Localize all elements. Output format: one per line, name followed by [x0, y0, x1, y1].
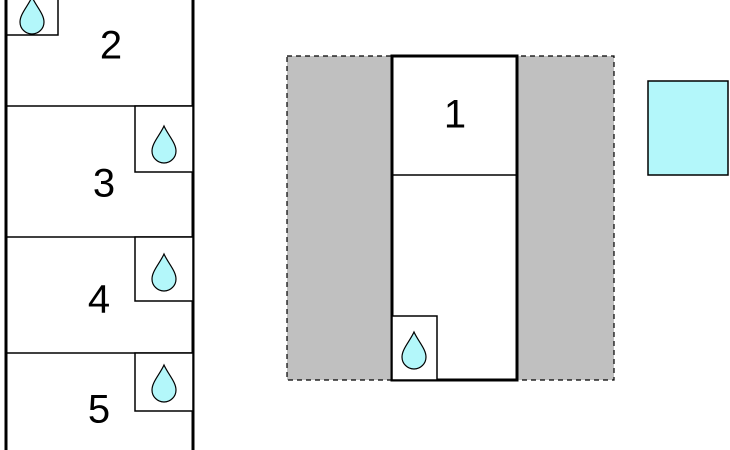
left-room-column: 2 3 4 5 — [4, 0, 195, 450]
room-5-label: 5 — [88, 388, 110, 432]
water-drop-icon — [19, 0, 45, 35]
room-1-water-fixture — [391, 315, 438, 381]
central-unit: 1 — [286, 54, 615, 382]
cyan-square — [647, 80, 729, 176]
room-3-label: 3 — [93, 162, 115, 206]
room-5-water-fixture — [134, 352, 194, 412]
room-3-water-fixture — [134, 105, 194, 173]
room-1-label: 1 — [444, 93, 466, 137]
top-water-fixture — [6, 0, 59, 36]
room-4-water-fixture — [134, 236, 194, 302]
room-4-label: 4 — [88, 278, 110, 322]
room-2-label: 2 — [100, 24, 122, 68]
